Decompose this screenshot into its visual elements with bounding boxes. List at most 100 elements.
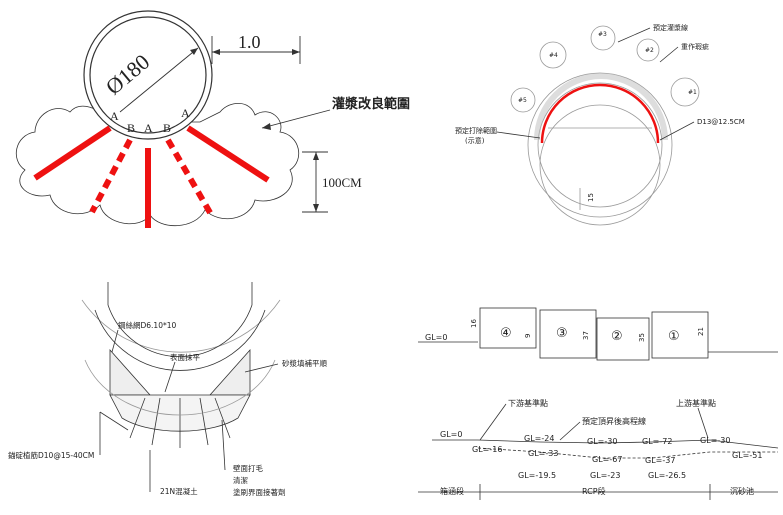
grout-zone-cloud: [15, 102, 300, 227]
section-4-id: ④: [500, 326, 512, 341]
anchor-bar-1: [129, 397, 146, 439]
pipe-outline-inner: [537, 82, 663, 208]
radius-arrow: [190, 48, 198, 55]
bubble-2: [636, 38, 660, 62]
section-1-height: 21: [697, 327, 705, 336]
section-2-box: [596, 317, 650, 361]
dim-arrow-left: [212, 49, 220, 55]
callout-fill: [496, 131, 541, 139]
section-4-height: 16: [470, 319, 478, 328]
anchor-bar-5: [214, 397, 231, 439]
existing-line: [477, 447, 778, 459]
level-gl-16: GL=-16: [472, 445, 502, 454]
level-gl-26-5: GL=-26.5: [648, 471, 686, 480]
section-1-id: ①: [668, 329, 680, 344]
hole-label-2: #2: [645, 47, 654, 54]
level-gl-19-5: GL=-19.5: [518, 471, 556, 480]
pipe-arc-outer: [94, 309, 266, 371]
level-gl-37: GL=-37: [645, 456, 675, 465]
grout-pipe-solid-right: [186, 125, 270, 183]
panel-invert-repair: 鋼絲網D6.10*10 表面抹平 砂漿填補平順 錨碇植筋D10@15-40CM …: [8, 282, 327, 497]
anchor-bar-4: [199, 397, 209, 446]
bubble-5: [510, 87, 536, 113]
callout-surface: [164, 361, 176, 393]
pipe-arc-inner: [107, 304, 253, 357]
level-gl-30b: GL=-30: [700, 436, 730, 445]
callout-grout-line: [617, 27, 651, 43]
anchor-bar-2: [151, 397, 161, 446]
callout-jacking: [559, 421, 581, 441]
label-jacking-line: 預定頂昇後高程線: [582, 416, 646, 426]
callout-rebar: [659, 121, 695, 141]
mark-a-right: A: [181, 106, 190, 120]
label-anchor: 錨碇植筋D10@15-40CM: [8, 450, 94, 460]
level-gl-30a: GL=-30: [587, 437, 617, 446]
depth-arrow-top: [313, 152, 319, 160]
gl-zero-top: GL=0: [425, 333, 447, 342]
grout-zone-label: 灌漿改良範圍: [332, 96, 410, 112]
label-mesh: 鋼絲網D6.10*10: [118, 320, 176, 330]
mark-b-right: B: [163, 121, 171, 135]
mortar-fill-right: [209, 348, 251, 396]
outer-arc: [81, 299, 281, 353]
section-2-height: 35: [638, 333, 646, 342]
width-dim-label: 1.0: [238, 32, 261, 52]
level-gl-67: GL=-67: [592, 455, 622, 464]
depth-arrow-bottom: [313, 204, 319, 212]
panel-elevation-profile: GL=0 ④ ③ ② ① 16 9 37 35 21 下游基準點 上游基準點 預…: [418, 307, 779, 500]
depth-label: 100CM: [322, 175, 362, 190]
mark-b-left: B: [127, 121, 135, 135]
section-1-box: [651, 311, 709, 359]
level-gl-33: GL=-33: [528, 449, 558, 458]
label-rebar: D13@12.5CM: [697, 118, 745, 126]
mortar-fill-left: [109, 348, 151, 396]
section-4-dim: 9: [524, 334, 532, 338]
pipe-outline-main: [527, 72, 673, 218]
level-gl-23: GL=-23: [590, 471, 620, 480]
callout-damaged: [659, 46, 679, 63]
callout-upstream: [697, 407, 709, 439]
section-3-id: ③: [556, 326, 568, 341]
label-grout-line: 預定灌漿線: [653, 23, 688, 32]
pipe-circle-inner: [89, 16, 207, 134]
gl-zero-bottom: GL=0: [440, 430, 462, 439]
bubble-3: [590, 25, 616, 51]
grout-pipe-dashed-right: [165, 138, 215, 218]
radius-line: [119, 47, 199, 113]
design-line: [477, 439, 779, 449]
pipe-circle-outer: [83, 10, 213, 140]
mark-a-center: A: [144, 121, 153, 135]
panel-repair-section: #3 #4 #2 #1 #5 預定灌漿線 重作瑕疵 D13@12.5CM 預定打…: [455, 23, 745, 226]
label-fill-sub: (示意): [465, 136, 485, 145]
label-fill-range: 預定打除範圍: [455, 126, 497, 135]
mark-a-left: A: [110, 109, 119, 123]
callout-arrow: [262, 123, 271, 130]
section-3-height: 37: [582, 331, 590, 340]
bubble-4: [539, 41, 567, 69]
hole-label-1: #1: [688, 89, 697, 96]
dim-value: 15: [587, 193, 595, 202]
bubble-1: [670, 77, 700, 107]
hole-label-4: #4: [549, 52, 558, 59]
section-3-box: [539, 309, 597, 359]
dim-arrow-right: [292, 49, 300, 55]
label-downstream: 下游基準點: [508, 398, 548, 408]
segment-mid: RCP段: [582, 486, 606, 496]
segment-right: 沉砂池: [730, 486, 754, 496]
section-4-box: [479, 307, 537, 349]
grout-pipe-solid-left: [33, 125, 112, 181]
hole-label-5: #5: [518, 97, 527, 104]
level-gl-72: GL=-72: [642, 437, 672, 446]
grout-pipe-dashed-left: [89, 138, 133, 214]
lower-arc: [84, 359, 276, 416]
label-damaged-pipe: 重作瑕疵: [681, 42, 709, 51]
segment-left: 箱涵段: [440, 486, 464, 496]
pipe-outline-lower: [539, 104, 661, 226]
callout-wall: [221, 419, 226, 471]
label-wall-1: 壁面打毛: [233, 463, 263, 473]
rebar-arc: [540, 83, 660, 144]
hole-label-3: #3: [598, 31, 607, 38]
label-mortar: 砂漿填補平順: [282, 358, 327, 368]
level-gl-51: GL=-51: [732, 451, 762, 460]
